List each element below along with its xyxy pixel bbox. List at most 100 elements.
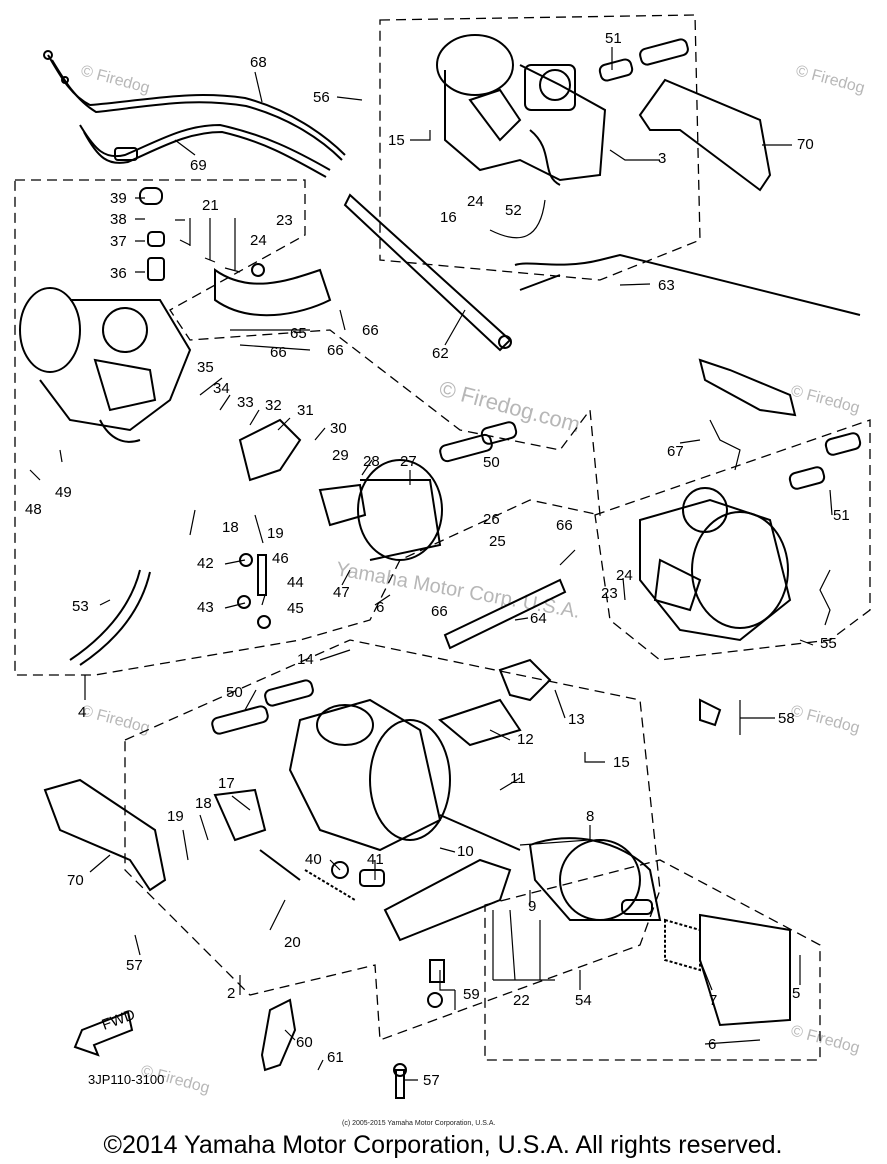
carburetor-right [639, 419, 862, 727]
callout-23-right: 23 [601, 585, 618, 602]
small-copyright: (c) 2005-2015 Yamaha Motor Corporation, … [342, 1120, 495, 1127]
watermark-main: © Firedog.com [437, 376, 583, 438]
callout-52: 52 [505, 202, 522, 219]
callout-44: 44 [287, 574, 304, 591]
watermark-corner-c: © Firedog [789, 382, 861, 417]
callout-23-upper: 23 [276, 212, 293, 229]
callout-42: 42 [197, 555, 214, 572]
watermark-corner-f: © Firedog [79, 702, 151, 737]
callout-61: 61 [327, 1049, 344, 1066]
callout-31: 31 [297, 402, 314, 419]
callout-35: 35 [197, 359, 214, 376]
callout-15-lower: 15 [613, 754, 630, 771]
callout-43: 43 [197, 599, 214, 616]
callout-32: 32 [265, 397, 282, 414]
watermark-corner-d: © Firedog [789, 702, 861, 737]
callout-65: 65 [290, 325, 307, 342]
callout-17: 17 [218, 775, 235, 792]
part-code: 3JP110-3100 [88, 1072, 164, 1087]
callout-57-lower: 57 [423, 1072, 440, 1089]
callout-66-e: 66 [431, 603, 448, 620]
callout-47: 47 [333, 584, 350, 601]
assembly-boundaries [14, 14, 871, 1061]
callout-20: 20 [284, 934, 301, 951]
callout-56: 56 [313, 89, 330, 106]
leader-lines [84, 47, 833, 1081]
callout-25: 25 [489, 533, 506, 550]
callout-55: 55 [820, 635, 837, 652]
callout-60: 60 [296, 1034, 313, 1051]
callout-46: 46 [272, 550, 289, 567]
callout-15-upper: 15 [388, 132, 405, 149]
callout-39: 39 [110, 190, 127, 207]
callout-9: 9 [528, 898, 536, 915]
carburetor-lower [43, 658, 791, 1099]
callout-40: 40 [305, 851, 322, 868]
callout-8: 8 [586, 808, 594, 825]
callout-70-upper: 70 [797, 136, 814, 153]
callout-69: 69 [190, 157, 207, 174]
callout-49: 49 [55, 484, 72, 501]
callout-27: 27 [400, 453, 417, 470]
callout-16: 16 [440, 209, 457, 226]
callout-53: 53 [72, 598, 89, 615]
callout-29: 29 [332, 447, 349, 464]
callout-21: 21 [202, 197, 219, 214]
callout-50-lower: 50 [226, 684, 243, 701]
callout-68: 68 [250, 54, 267, 71]
boundary-assembly-3 [379, 14, 701, 281]
callout-7: 7 [709, 992, 717, 1009]
callout-6-middle: 6 [376, 599, 384, 616]
callout-64: 64 [530, 610, 547, 627]
callout-48: 48 [25, 501, 42, 518]
watermark-corner-a: © Firedog [79, 62, 151, 97]
boundary-assembly-cover [484, 859, 821, 1061]
callout-10: 10 [457, 843, 474, 860]
middle-parts [29, 193, 861, 650]
callout-66-b: 66 [327, 342, 344, 359]
callout-66-d: 66 [556, 517, 573, 534]
callout-12: 12 [517, 731, 534, 748]
callout-13: 13 [568, 711, 585, 728]
callout-50-middle: 50 [483, 454, 500, 471]
callout-14: 14 [297, 651, 314, 668]
callout-26: 26 [483, 511, 500, 528]
callout-22: 22 [513, 992, 530, 1009]
callout-54: 54 [575, 992, 592, 1009]
boundary-assembly-4 [14, 179, 601, 676]
callout-59: 59 [463, 986, 480, 1003]
callout-67: 67 [667, 443, 684, 460]
forward-arrow-icon: FWD [73, 1006, 138, 1057]
callout-45: 45 [287, 600, 304, 617]
callout-51-right: 51 [833, 507, 850, 524]
callout-33: 33 [237, 394, 254, 411]
boundary-assembly-right [594, 419, 871, 661]
callout-19-lower: 19 [167, 808, 184, 825]
callout-6-lower: 6 [708, 1036, 716, 1053]
callout-4: 4 [78, 704, 86, 721]
fuel-hoses-68-69 [43, 50, 346, 178]
callout-11: 11 [510, 770, 526, 787]
callout-19-middle: 19 [267, 525, 284, 542]
callout-34: 34 [213, 380, 230, 397]
callout-18-lower: 18 [195, 795, 212, 812]
callout-24-right: 24 [616, 567, 633, 584]
callout-66-a: 66 [362, 322, 379, 339]
callout-18-middle: 18 [222, 519, 239, 536]
copyright-notice: ©2014 Yamaha Motor Corporation, U.S.A. A… [104, 1131, 783, 1159]
callout-37: 37 [110, 233, 127, 250]
callout-51-upper: 51 [605, 30, 622, 47]
carburetor-upper [436, 34, 772, 239]
callout-36: 36 [110, 265, 127, 282]
callout-5: 5 [792, 985, 800, 1002]
callout-63: 63 [658, 277, 675, 294]
part-callouts: 68 69 56 51 70 15 3 24 16 52 39 38 37 36… [25, 30, 850, 1089]
callout-41: 41 [367, 851, 384, 868]
callout-38: 38 [110, 211, 127, 228]
callout-66-c: 66 [270, 344, 287, 361]
callout-62: 62 [432, 345, 449, 362]
callout-70-lower: 70 [67, 872, 84, 889]
callout-57-left: 57 [126, 957, 143, 974]
